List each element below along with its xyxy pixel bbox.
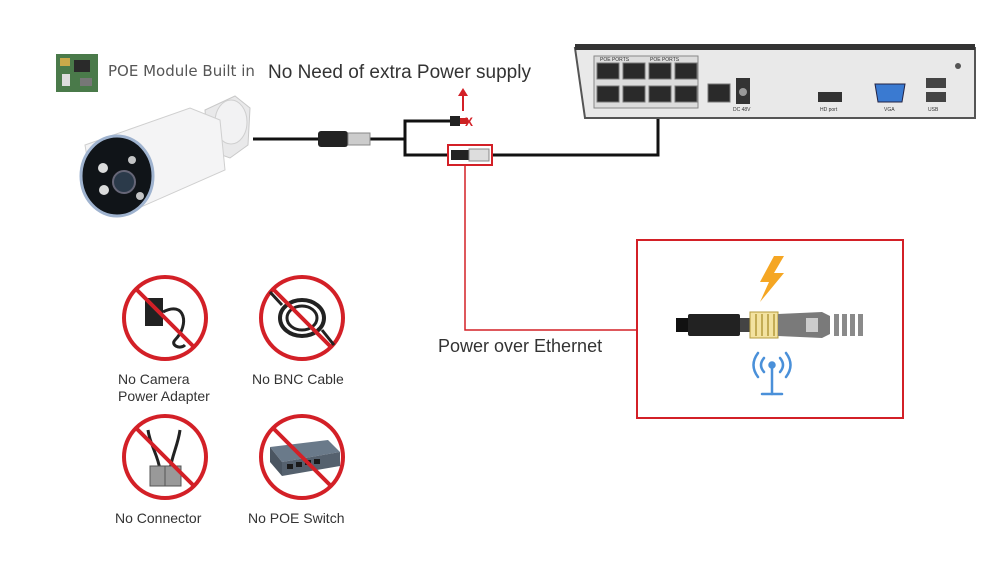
ethernet-plug-icon [676,311,863,339]
no-poe-switch-icon [259,414,345,500]
cable-splitter-connector [318,131,371,147]
no-power-supply-text: No Need of extra Power supply [268,62,531,83]
nvr-poe-ports-label-left: POE PORTS [600,57,630,63]
no-power-arrow-icon [458,88,468,111]
bullet-camera-icon [79,95,251,218]
no-adapter-label: No Camera Power Adapter [118,371,210,405]
antenna-icon [752,351,792,396]
nvr-usb-label: USB [928,107,939,113]
nvr-hdmi-label: HD port [820,107,838,113]
nvr-dc-label: DC 48V [733,107,751,113]
no-connector-label: No Connector [115,510,202,526]
no-bnc-cable-icon [259,275,345,361]
no-poe-switch-label: No POE Switch [248,510,345,526]
no-adapter-label-line2: Power Adapter [118,388,210,404]
poe-module-icon [56,54,98,92]
no-bnc-cable-label: No BNC Cable [252,371,344,387]
no-adapter-label-line1: No Camera [118,371,190,387]
no-power-x-mark: X [465,115,473,129]
lightning-icon [760,256,784,302]
nvr-vga-label: VGA [884,107,895,113]
poe-module-text: POE Module Built in [108,62,255,80]
rj45-connector [447,144,493,166]
nvr-poe-ports-label-right: POE PORTS [650,57,680,63]
poe-label: Power over Ethernet [438,336,603,356]
no-adapter-icon [122,275,208,361]
ethernet-cable [253,108,660,157]
poe-callout-line [464,165,637,331]
no-connector-icon [122,414,208,500]
dc-power-jack [450,116,468,126]
nvr-device [573,44,976,119]
